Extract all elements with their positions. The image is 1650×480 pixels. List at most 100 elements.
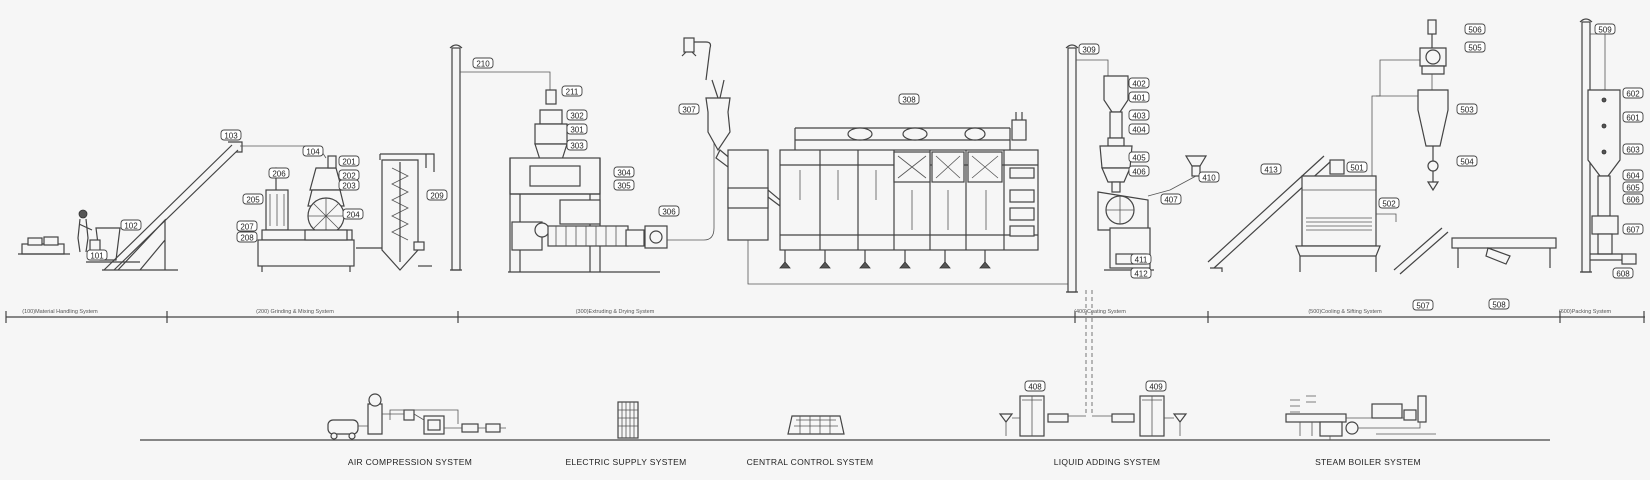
svg-text:402: 402 <box>1132 80 1146 89</box>
subsystem-label: ELECTRIC SUPPLY SYSTEM <box>565 457 686 467</box>
component-tag: 409 <box>1145 380 1167 392</box>
component-tag: 601 <box>1622 111 1644 123</box>
svg-text:412: 412 <box>1134 270 1148 279</box>
svg-text:410: 410 <box>1202 174 1216 183</box>
svg-text:302: 302 <box>570 112 584 121</box>
svg-text:307: 307 <box>682 106 696 115</box>
component-tag: 309 <box>1078 43 1100 55</box>
svg-text:407: 407 <box>1164 196 1178 205</box>
component-tag: 412 <box>1130 267 1152 279</box>
svg-text:606: 606 <box>1626 196 1640 205</box>
component-tag: 203 <box>338 179 360 191</box>
svg-text:304: 304 <box>617 169 631 178</box>
component-tag: 604 <box>1622 169 1644 181</box>
svg-text:504: 504 <box>1460 158 1474 167</box>
section-timeline <box>5 311 1645 323</box>
component-tag: 101 <box>86 249 108 261</box>
cooling-sifting-equipment <box>1295 18 1593 275</box>
svg-text:301: 301 <box>570 126 584 135</box>
component-tag: 204 <box>342 208 364 220</box>
svg-text:305: 305 <box>617 182 631 191</box>
component-tag: 308 <box>898 93 920 105</box>
svg-text:411: 411 <box>1135 256 1148 265</box>
component-tag: 102 <box>120 219 142 231</box>
packing-equipment <box>1587 89 1637 265</box>
svg-text:505: 505 <box>1468 44 1482 53</box>
svg-text:406: 406 <box>1132 168 1146 177</box>
component-tag: 407 <box>1160 193 1182 205</box>
subsystem-label: AIR COMPRESSION SYSTEM <box>348 457 472 467</box>
svg-text:502: 502 <box>1382 200 1396 209</box>
component-tag: 603 <box>1622 143 1644 155</box>
component-tag: 303 <box>566 139 588 151</box>
component-tag: 401 <box>1128 91 1150 103</box>
svg-text:101: 101 <box>90 252 104 261</box>
control-console <box>787 415 845 435</box>
steam-boiler-equipment <box>1285 395 1436 440</box>
svg-text:308: 308 <box>902 96 916 105</box>
component-tag: 508 <box>1488 298 1510 310</box>
component-tag: 410 <box>1198 171 1220 183</box>
svg-text:206: 206 <box>272 170 286 179</box>
component-tag: 211 <box>561 85 583 97</box>
extruding-drying-equipment <box>508 37 1079 293</box>
svg-text:408: 408 <box>1028 383 1042 392</box>
section-label: (200) Grinding & Mixing System <box>256 309 334 315</box>
electric-cabinet <box>617 401 639 439</box>
svg-text:409: 409 <box>1149 383 1163 392</box>
svg-text:103: 103 <box>224 132 238 141</box>
component-tag: 608 <box>1612 267 1634 279</box>
svg-text:306: 306 <box>662 208 676 217</box>
component-tag: 307 <box>678 103 700 115</box>
svg-text:102: 102 <box>124 222 138 231</box>
component-tag: 402 <box>1128 77 1150 89</box>
svg-text:209: 209 <box>430 192 444 201</box>
component-tag: 602 <box>1622 87 1644 99</box>
component-tag: 207 <box>236 220 258 232</box>
component-tag: 306 <box>658 205 680 217</box>
component-tag: 606 <box>1622 193 1644 205</box>
component-tag: 505 <box>1464 41 1486 53</box>
svg-text:506: 506 <box>1468 26 1482 35</box>
section-label: (300)Extruding & Drying System <box>576 309 655 315</box>
component-tag: 302 <box>566 109 588 121</box>
component-tag: 501 <box>1346 161 1368 173</box>
svg-text:503: 503 <box>1460 106 1474 115</box>
svg-text:507: 507 <box>1416 302 1430 311</box>
svg-text:603: 603 <box>1626 146 1640 155</box>
svg-text:309: 309 <box>1082 46 1096 55</box>
component-tag: 301 <box>566 123 588 135</box>
subsystem-label: LIQUID ADDING SYSTEM <box>1054 457 1161 467</box>
component-tag: 104 <box>302 145 324 157</box>
component-tag: 411 <box>1130 253 1152 265</box>
svg-text:608: 608 <box>1616 270 1630 279</box>
component-tag: 403 <box>1128 109 1150 121</box>
component-tag: 408 <box>1024 380 1046 392</box>
component-tags: 1011021031042012022032042052062072082092… <box>86 23 1644 392</box>
svg-text:401: 401 <box>1132 94 1146 103</box>
svg-text:602: 602 <box>1626 90 1640 99</box>
component-tag: 503 <box>1456 103 1478 115</box>
component-tag: 506 <box>1464 23 1486 35</box>
subsystem-label: CENTRAL CONTROL SYSTEM <box>747 457 874 467</box>
section-label: (600)Packing System <box>1559 309 1612 315</box>
svg-text:204: 204 <box>346 211 360 220</box>
component-tag: 103 <box>220 129 242 141</box>
section-label: (400)Coating System <box>1074 309 1126 315</box>
component-tag: 210 <box>472 57 494 69</box>
component-tag: 607 <box>1622 223 1644 235</box>
svg-text:413: 413 <box>1264 166 1278 175</box>
svg-text:509: 509 <box>1598 26 1612 35</box>
subsystem-label: STEAM BOILER SYSTEM <box>1315 457 1421 467</box>
svg-text:210: 210 <box>476 60 490 69</box>
component-tag: 509 <box>1594 23 1616 35</box>
svg-text:208: 208 <box>240 234 254 243</box>
material-handling-equipment <box>18 141 243 271</box>
component-tag: 404 <box>1128 123 1150 135</box>
component-tag: 206 <box>268 167 290 179</box>
grinding-mixing-equipment <box>257 44 463 272</box>
component-tag: 502 <box>1378 197 1400 209</box>
svg-text:607: 607 <box>1626 226 1640 235</box>
